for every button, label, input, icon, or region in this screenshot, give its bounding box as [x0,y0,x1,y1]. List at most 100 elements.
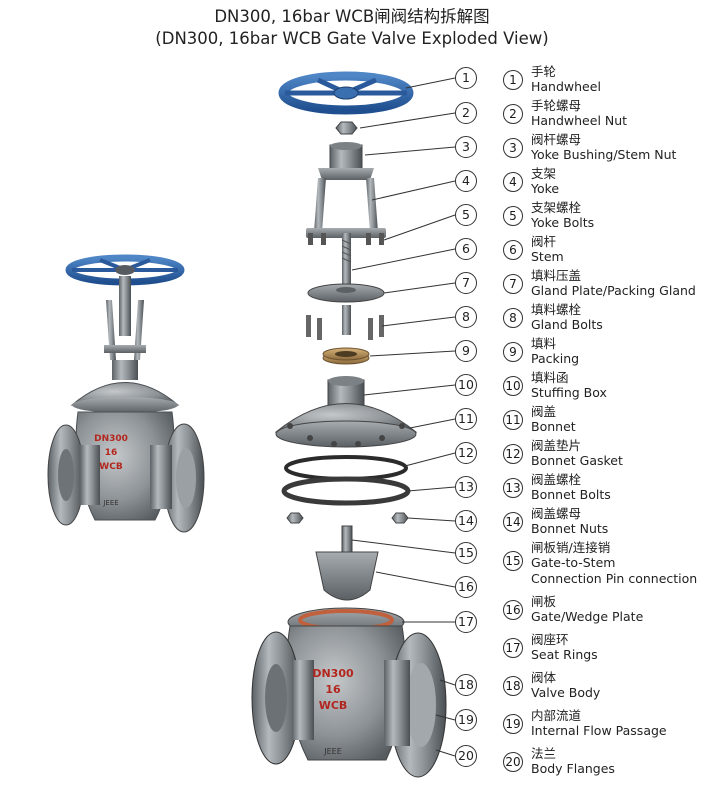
part-name-cn: 阀杆 [531,234,557,249]
part-name-cn: 闸板 [531,594,557,609]
part-name-cn: 填料螺栓 [531,302,582,317]
bonnet-part [274,376,418,448]
part-name-cn: 阀盖垫片 [531,438,582,453]
part-name-en: Stem [531,249,564,264]
part-name-cn: 阀体 [531,670,557,685]
part-name-en: Packing [531,351,580,366]
part-name-cn: 阀座环 [531,632,569,647]
gland-bolts-part [306,305,384,340]
body-brand-mark: JEEE [323,747,342,756]
part-name-cn: 闸板销/连接销 [531,540,611,555]
part-name-en: Yoke [531,181,560,196]
packing-part [322,347,370,365]
body-marking-size: DN300 [312,667,354,680]
part-name-cn: 法兰 [531,746,557,761]
callout-19: 19 [455,709,477,731]
part-name-cn: 填料压盖 [531,268,582,283]
callout-10: 10 [455,374,477,396]
legend-number: 17 [503,638,523,658]
legend-number: 5 [503,206,523,226]
part-name-cn: 手轮 [531,64,557,79]
legend-number: 4 [503,172,523,192]
body-marking-pressure: 16 [325,683,341,696]
gland-plate-part [307,283,385,303]
part-name-en: Bonnet Bolts [531,487,611,502]
part-name-cn: 手轮螺母 [531,98,582,113]
part-name-cn: 阀杆螺母 [531,132,582,147]
legend-number: 2 [503,104,523,124]
legend-number: 10 [503,376,523,396]
title-line-english: (DN300, 16bar WCB Gate Valve Exploded Vi… [155,29,549,48]
part-name-en: Handwheel [531,79,601,94]
yoke-part [306,142,386,245]
handwheel-part [278,71,414,115]
part-name-en: Seat Rings [531,647,598,662]
part-name-en: Bonnet [531,419,576,434]
legend-number: 1 [503,70,523,90]
legend-number: 18 [503,676,523,696]
wedge-gate-part [315,551,379,601]
part-name-en: Stuffing Box [531,385,607,400]
legend-number: 6 [503,240,523,260]
callout-20: 20 [455,745,477,767]
part-name-cn: 阀盖螺栓 [531,472,582,487]
gate-stem-pin-part [341,525,353,555]
legend-number: 14 [503,512,523,532]
part-name-en: Bonnet Gasket [531,453,623,468]
part-name-en: Valve Body [531,685,601,700]
legend-number: 19 [503,714,523,734]
part-name-en: Handwheel Nut [531,113,628,128]
callout-2: 2 [455,102,477,124]
part-name-cn: 内部流道 [531,708,582,723]
callout-13: 13 [455,476,477,498]
part-name-cn: 支架 [531,166,557,181]
legend-number: 7 [503,274,523,294]
legend-number: 16 [503,600,523,620]
legend-number: 8 [503,308,523,328]
leader-lines [351,77,456,757]
assembled-marking-pressure: 16 [105,448,118,458]
callout-18: 18 [455,674,477,696]
part-name-en: Bonnet Nuts [531,521,609,536]
legend-number: 11 [503,410,523,430]
part-name-en: Gate-to-Stem [531,555,616,570]
part-name-en: Gland Bolts [531,317,603,332]
bonnet-gasket-part [284,455,408,481]
assembled-brand-mark: JEEE [102,499,118,507]
legend-number: 3 [503,138,523,158]
callout-15: 15 [455,542,477,564]
callout-12: 12 [455,442,477,464]
stem-part [341,233,352,293]
title-line-chinese: DN300, 16bar WCB闸阀结构拆解图 [214,7,490,26]
part-name-en: Gate/Wedge Plate [531,609,644,624]
callout-11: 11 [455,408,477,430]
legend-number: 12 [503,444,523,464]
diagram-title: DN300, 16bar WCB闸阀结构拆解图 (DN300, 16bar WC… [0,6,704,50]
callout-6: 6 [455,238,477,260]
part-name-cn: 填料函 [531,370,569,385]
callout-5: 5 [455,204,477,226]
callout-14: 14 [455,510,477,532]
part-name-en: Gland Plate/Packing Gland [531,283,696,298]
callout-1: 1 [455,67,477,89]
part-name-en: Yoke Bolts [531,215,595,230]
bonnet-bolts-part [281,476,411,506]
legend-number: 20 [503,752,523,772]
handwheel-nut-part [335,121,358,135]
body-marking-material: WCB [319,699,348,712]
part-name-en: Yoke Bushing/Stem Nut [531,147,677,162]
part-name-cn: 阀盖 [531,404,557,419]
legend-number: 9 [503,342,523,362]
bonnet-nuts-part [286,512,409,524]
assembled-marking-material: WCB [99,462,123,472]
assembled-valve: DN300 16 WCB JEEE [47,254,205,533]
callout-16: 16 [455,576,477,598]
callout-4: 4 [455,170,477,192]
valve-body-part: DN300 16 WCB JEEE [251,607,447,778]
assembled-marking-size: DN300 [94,434,128,444]
part-name-cn: 阀盖螺母 [531,506,582,521]
callout-7: 7 [455,272,477,294]
legend-number: 15 [503,551,523,571]
part-name-cn: 填料 [531,336,557,351]
